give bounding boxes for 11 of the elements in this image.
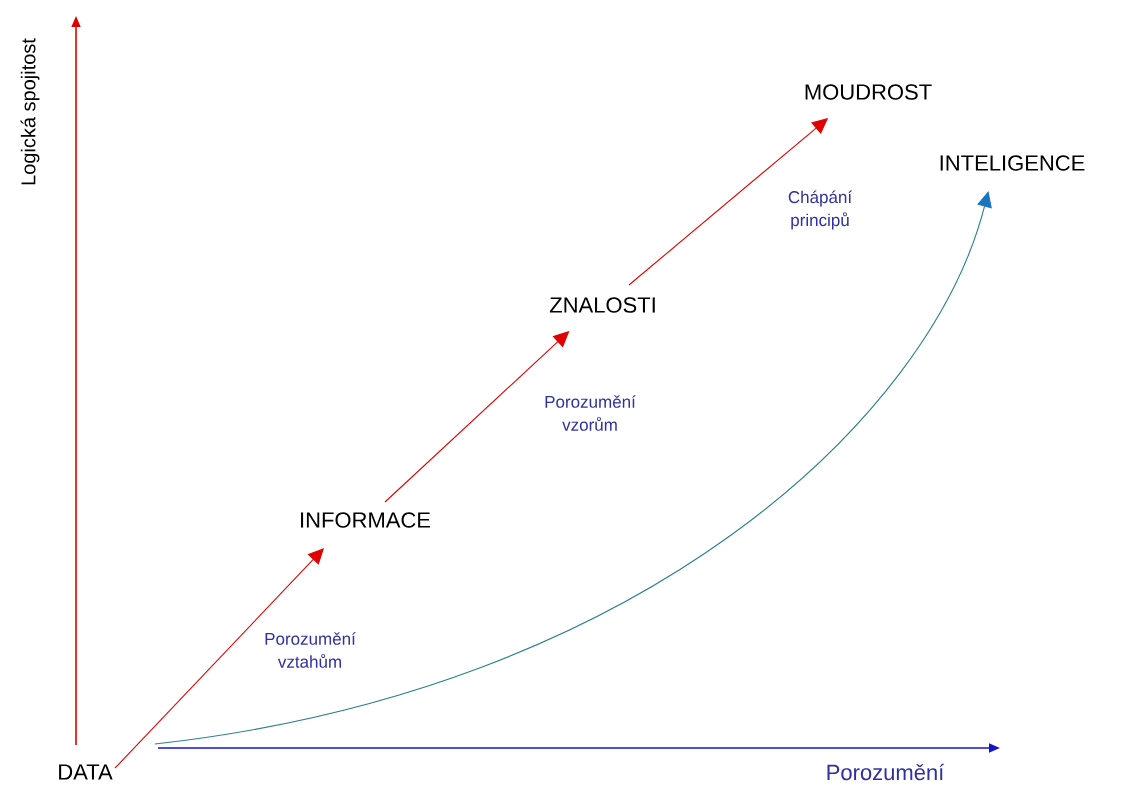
arrow	[154, 191, 992, 745]
stage-label: ZNALOSTI	[549, 297, 655, 313]
axis-label: Porozumění	[827, 763, 945, 781]
edge-label: Porozumění vzorům	[545, 395, 636, 431]
stage-label: DATA	[59, 764, 113, 780]
stage-label: INTELIGENCE	[940, 155, 1085, 171]
stage-label: INFORMACE	[301, 512, 431, 528]
stage-label: MOUDROST	[805, 84, 932, 100]
edge-label: Chápání principů	[788, 190, 853, 230]
axis-label: Logická spojitost	[20, 38, 40, 185]
edge-label: Porozumění vztahům	[265, 632, 356, 668]
